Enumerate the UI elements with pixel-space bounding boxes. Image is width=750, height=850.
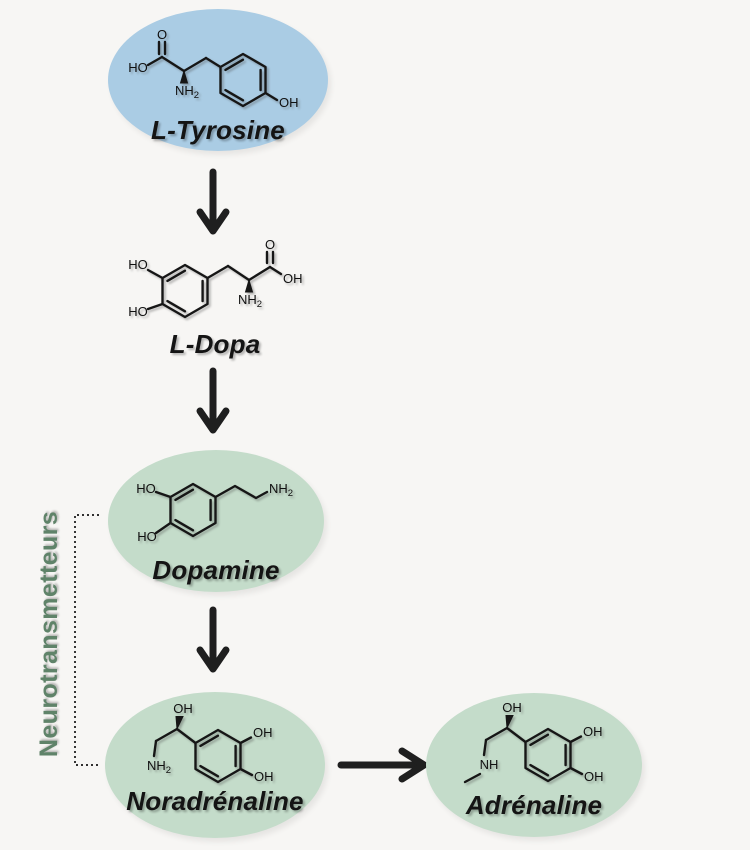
dopamine-name: Dopamine bbox=[152, 555, 280, 585]
dopa-structure: HO HO O OH NH2 bbox=[128, 237, 303, 319]
atom-label-oh-ring-top: OH bbox=[583, 724, 603, 739]
atom-label-ho: HO bbox=[128, 60, 148, 75]
atom-label-nh2: NH2 bbox=[175, 83, 199, 101]
atom-label-oh-ring-bottom: OH bbox=[254, 769, 274, 784]
dopamine-structure: HO HO NH2 bbox=[136, 481, 293, 544]
adrenaline-name: Adrénaline bbox=[465, 790, 603, 820]
atom-label-oh: OH bbox=[283, 271, 303, 286]
atom-label-ho-top: HO bbox=[128, 257, 148, 272]
atom-label-o: O bbox=[265, 237, 275, 252]
tyrosine-name: L-Tyrosine bbox=[151, 115, 285, 145]
atom-label-oh-top: OH bbox=[502, 700, 522, 715]
atom-label-oh: OH bbox=[279, 95, 299, 110]
atom-label-nh: NH bbox=[480, 757, 499, 772]
atom-label-nh2: NH2 bbox=[269, 481, 293, 499]
tyrosine-structure: O HO NH2 OH bbox=[128, 27, 299, 110]
atom-label-ho-bottom: HO bbox=[137, 529, 157, 544]
atom-label-ho-top: HO bbox=[136, 481, 156, 496]
atom-label-oh-ring-bottom: OH bbox=[584, 769, 604, 784]
noradrenaline-structure: OH NH2 OH OH bbox=[147, 701, 274, 784]
adrenaline-structure: OH NH OH OH bbox=[463, 700, 604, 784]
arrow-noradrenaline-to-adrenaline-icon bbox=[337, 747, 428, 783]
noradrenaline-name: Noradrénaline bbox=[126, 786, 304, 816]
atom-label-ho-bottom: HO bbox=[128, 304, 148, 319]
atom-label-nh2: NH2 bbox=[238, 292, 262, 310]
neurotransmitters-bracket bbox=[74, 514, 99, 766]
arrow-dopa-to-dopamine-icon bbox=[196, 367, 230, 434]
neurotransmitters-side-label: Neurotransmetteurs bbox=[35, 510, 63, 758]
tyrosine-node-ellipse bbox=[108, 9, 328, 151]
atom-label-nh2: NH2 bbox=[147, 758, 171, 776]
arrow-tyrosine-to-dopa-icon bbox=[196, 168, 230, 235]
adrenaline-node-ellipse bbox=[426, 693, 642, 837]
arrow-dopamine-to-noradrenaline-icon bbox=[196, 606, 230, 673]
atom-label-o: O bbox=[157, 27, 167, 42]
noradrenaline-node-ellipse bbox=[105, 692, 325, 838]
dopa-name: L-Dopa bbox=[169, 329, 261, 359]
atom-label-oh-top: OH bbox=[173, 701, 193, 716]
atom-label-oh-ring-top: OH bbox=[253, 725, 273, 740]
